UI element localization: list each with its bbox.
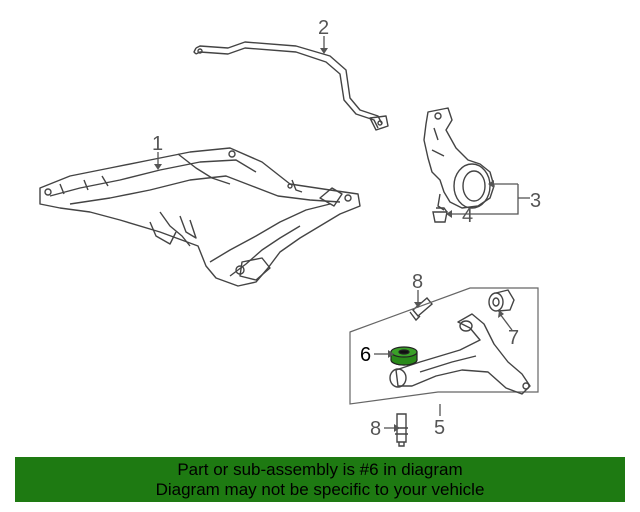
arrow-heads	[154, 48, 504, 432]
callout-2: 2	[318, 17, 329, 39]
banner-line-disclaimer: Diagram may not be specific to your vehi…	[155, 480, 485, 499]
parts-diagram: 1 2 3 4 8 7 6 5 8	[39, 17, 541, 447]
rear-bushing[interactable]	[488, 289, 515, 312]
steering-knuckle[interactable]	[423, 107, 495, 211]
leader-lines	[157, 36, 530, 429]
callout-6: 6	[360, 344, 371, 366]
bolt-upper[interactable]	[409, 297, 433, 322]
callout-8-lower: 8	[370, 418, 381, 440]
callout-8-upper: 8	[412, 271, 423, 293]
callout-1: 1	[152, 133, 163, 155]
stabilizer-bar[interactable]	[193, 41, 389, 131]
banner-line-part: Part or sub-assembly is #6 in diagram	[177, 460, 463, 479]
lower-control-arm[interactable]	[389, 313, 531, 395]
ball-joint-boot[interactable]	[432, 207, 448, 223]
callout-4: 4	[462, 205, 473, 227]
subframe[interactable]	[39, 147, 361, 287]
info-banner: Part or sub-assembly is #6 in diagram Di…	[15, 457, 625, 502]
callout-3: 3	[530, 190, 541, 212]
front-bushing-highlighted[interactable]	[390, 346, 418, 366]
callout-5: 5	[434, 417, 445, 439]
lower-arm-assembly-box	[349, 287, 539, 405]
callout-7: 7	[508, 327, 519, 349]
